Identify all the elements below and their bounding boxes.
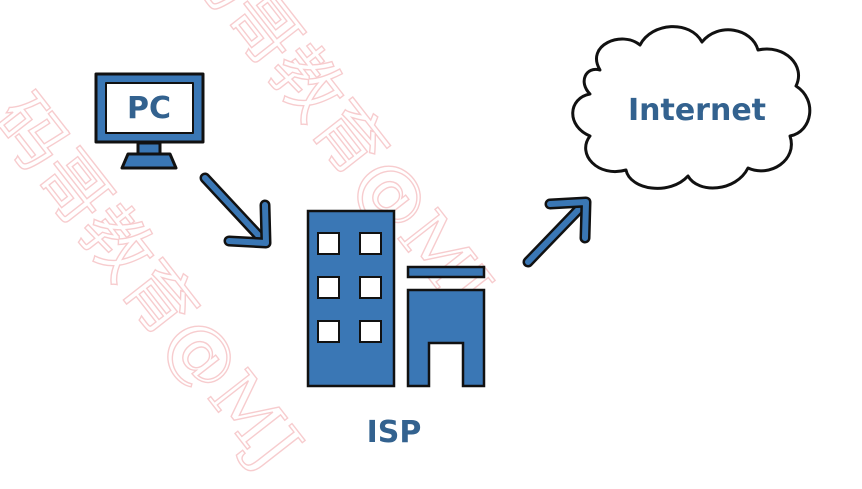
arrow-isp-to-internet (522, 196, 592, 268)
internet-node: Internet (571, 25, 812, 190)
cloud-icon (571, 25, 812, 190)
pc-label: PC (127, 91, 171, 126)
building-icon (306, 209, 486, 388)
arrow-pc-to-isp (199, 172, 272, 249)
isp-node: ISP (306, 209, 486, 450)
tower-windows (317, 232, 382, 343)
pc-node: PC (94, 72, 205, 170)
internet-label: Internet (628, 93, 766, 128)
monitor-icon (94, 72, 205, 170)
isp-label: ISP (367, 415, 422, 450)
